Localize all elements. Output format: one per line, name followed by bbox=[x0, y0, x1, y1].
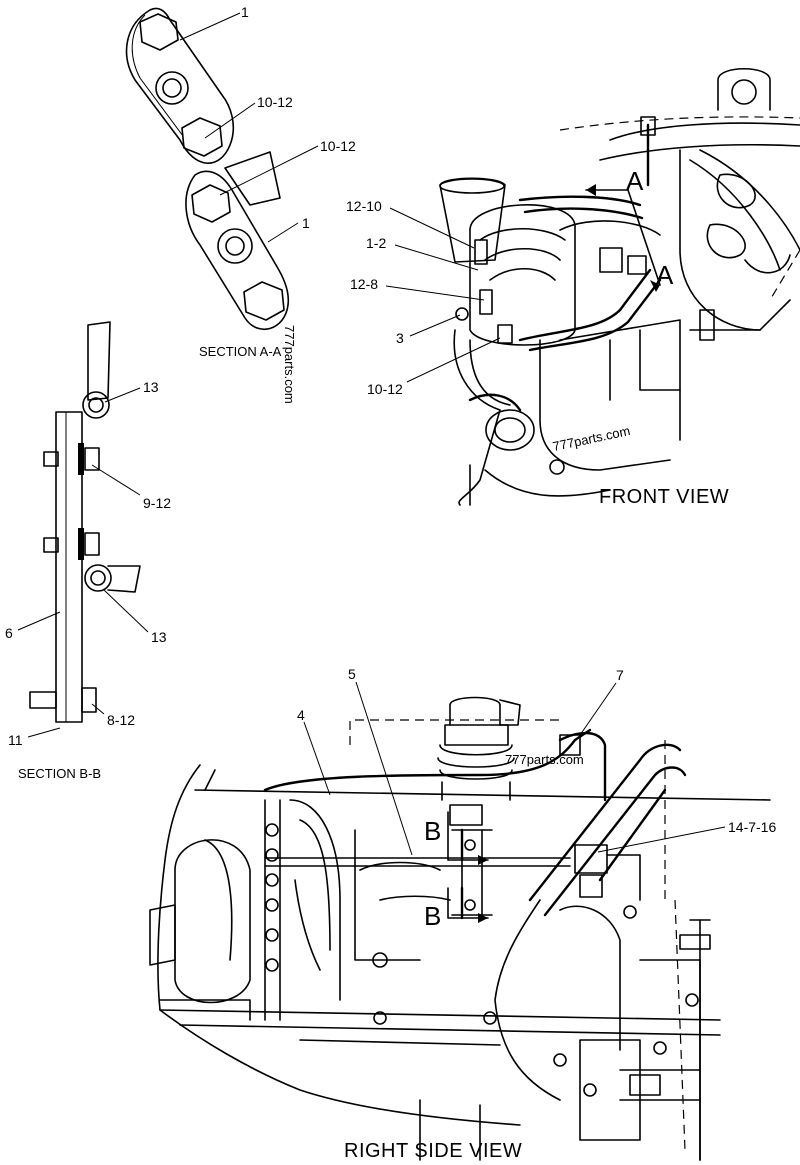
callout-fv-3: 3 bbox=[396, 330, 404, 346]
section-marker-a-top: A bbox=[626, 166, 644, 196]
right-side-view-engine bbox=[149, 696, 771, 1161]
section-marker-b-bottom: B bbox=[424, 901, 442, 931]
callout-bb-11: 11 bbox=[8, 732, 23, 748]
callout-rs-14-7-16: 14-7-16 bbox=[728, 819, 777, 835]
section-aa-clamp-lower bbox=[185, 151, 290, 330]
section-bb-title: SECTION B-B bbox=[18, 766, 102, 781]
callout-aa-10-12-lower: 10-12 bbox=[320, 138, 356, 154]
callout-aa-10-12-upper: 10-12 bbox=[257, 94, 293, 110]
callout-bb-13-top: 13 bbox=[143, 379, 159, 395]
section-bb-bracket bbox=[29, 321, 141, 723]
callout-rs-7: 7 bbox=[616, 667, 624, 683]
callout-fv-12-8: 12-8 bbox=[350, 276, 379, 292]
callout-bb-13-bottom: 13 bbox=[151, 629, 167, 645]
section-marker-b-top: B bbox=[424, 816, 442, 846]
callout-aa-1-top: 1 bbox=[241, 4, 249, 20]
callout-fv-10-12: 10-12 bbox=[367, 381, 403, 397]
section-aa-clamp-upper bbox=[125, 7, 235, 164]
callout-rs-5: 5 bbox=[348, 666, 356, 682]
callout-fv-12-10: 12-10 bbox=[346, 198, 382, 214]
front-view-title: FRONT VIEW bbox=[599, 486, 730, 508]
callout-aa-1-bottom: 1 bbox=[302, 215, 310, 231]
callout-bb-8-12: 8-12 bbox=[107, 712, 136, 728]
callout-bb-6: 6 bbox=[5, 625, 13, 641]
callout-bb-9-12: 9-12 bbox=[143, 495, 172, 511]
right-side-view-title: RIGHT SIDE VIEW bbox=[344, 1140, 523, 1162]
front-view-engine bbox=[439, 67, 800, 506]
section-marker-a-bottom: A bbox=[656, 260, 674, 290]
section-aa-title: SECTION A-A bbox=[199, 344, 282, 359]
watermark-side: 777parts.com bbox=[505, 752, 584, 767]
watermark-vertical: 777parts.com bbox=[282, 325, 297, 404]
callout-fv-1-2: 1-2 bbox=[366, 235, 387, 251]
callout-rs-4: 4 bbox=[297, 707, 305, 723]
